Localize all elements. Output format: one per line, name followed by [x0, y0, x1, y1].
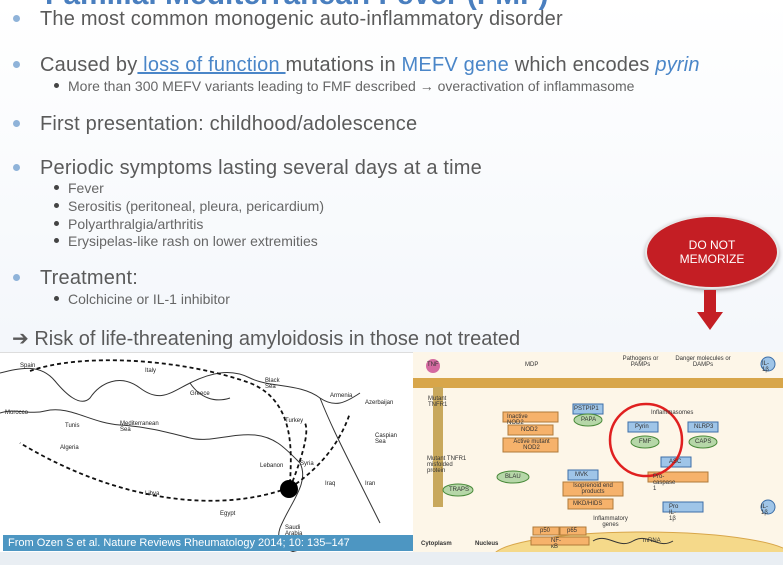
map-label: Iran	[365, 481, 376, 487]
pathway-label: Nucleus	[475, 541, 499, 547]
map-label: Saudi Arabia	[285, 525, 303, 537]
pathway-label: Pro-caspase 1	[653, 474, 676, 492]
pyrin-text: pyrin	[655, 54, 700, 76]
map-label: Morocco	[5, 410, 29, 416]
pathway-label: PSTPIP1	[574, 406, 599, 412]
map-label: Libya	[145, 491, 160, 497]
risk-statement: ➔ Risk of life-threatening amyloidosis i…	[12, 328, 521, 350]
bullet-treatment: Treatment:	[13, 267, 138, 290]
pathway-label: ASC	[669, 459, 682, 465]
pathway-label: Inflammasomes	[651, 410, 694, 416]
bullet-caused-by: Caused by loss of function mutations in …	[13, 54, 700, 77]
map-label: Azerbaijan	[365, 400, 394, 406]
map-label: Lebanon	[260, 463, 284, 469]
bullet-monogenic: The most common monogenic auto-inflammat…	[13, 8, 563, 31]
bullet-dot	[54, 185, 59, 190]
loss-of-function-link[interactable]: loss of function	[137, 54, 286, 76]
sub-bullet-colchicine: Colchicine or IL-1 inhibitor	[54, 291, 230, 307]
bullet-dot	[54, 203, 59, 208]
pathway-label: TNF	[427, 362, 439, 368]
bullet-dot	[13, 274, 20, 281]
pathway-label: MDP	[525, 362, 539, 368]
sub-bullet-rash: Erysipelas-like rash on lower extremitie…	[54, 233, 318, 249]
pathway-label: NF-κB	[551, 538, 561, 550]
map-label: Tunis	[65, 423, 80, 429]
figure-caption: From Ozen S et al. Nature Reviews Rheuma…	[3, 535, 413, 551]
map-label: Caspian Sea	[375, 433, 398, 445]
pathway-label: MVK	[575, 472, 589, 478]
pathway-label: PAPA	[581, 417, 597, 423]
slide-title: Familial Mediterranean Fever (FMF)	[45, 0, 548, 12]
inflammasome-pathway-figure: TNF MDP Pathogens or PAMPs Danger molecu…	[413, 352, 783, 565]
pathway-label: NOD2	[521, 427, 538, 433]
pathway-label: Inactive NOD2	[507, 414, 528, 426]
pathway-label: p65	[567, 528, 578, 534]
pathway-label: Cytoplasm	[421, 541, 452, 547]
pathway-label: MKD/HIDS	[573, 501, 603, 507]
bullet-first-presentation: First presentation: childhood/adolescenc…	[13, 113, 417, 136]
map-label: Syria	[300, 461, 314, 467]
pathway-label: Mutant TNFR1 misfolded protein	[427, 456, 467, 474]
bullet-dot	[13, 120, 20, 127]
pathway-label: IL-1β	[762, 361, 770, 373]
pathway-label: p50	[540, 528, 551, 534]
bullet-dot	[54, 238, 59, 243]
map-label: Greece	[190, 391, 210, 397]
pathway-label: Pro IL-1β	[669, 504, 679, 522]
map-label: Iraq	[325, 481, 336, 487]
down-arrow-icon	[697, 290, 723, 330]
right-arrow-icon: →	[419, 78, 434, 94]
map-label: Algeria	[60, 445, 79, 451]
pathway-label: Mutant TNFR1	[428, 396, 448, 408]
pathway-label: CAPS	[695, 439, 712, 445]
map-label: Egypt	[220, 511, 236, 517]
sub-bullet-variants: More than 300 MEFV variants leading to F…	[54, 78, 634, 94]
pathway-label: FMF	[639, 439, 652, 445]
footer-bar	[0, 552, 783, 565]
pathway-label: BLAU	[505, 474, 521, 480]
pathway-label: Pathogens or PAMPs	[622, 356, 659, 368]
sub-bullet-polyarthralgia: Polyarthralgia/arthritis	[54, 216, 203, 232]
bullet-dot	[13, 61, 20, 68]
pathway-label: NLRP3	[694, 424, 714, 430]
pathway-label: Active mutant NOD2	[513, 439, 550, 451]
pathway-label: Danger molecules or DAMPs	[675, 356, 731, 368]
do-not-memorize-badge: DO NOT MEMORIZE	[645, 215, 779, 289]
pathway-label: TRAPS	[449, 487, 470, 493]
map-label: Armenia	[330, 393, 353, 399]
sub-bullet-fever: Fever	[54, 180, 104, 196]
bullet-dot	[13, 15, 20, 22]
mefv-gene-text: MEFV gene	[401, 54, 509, 76]
map-label: Mediterranean Sea	[120, 421, 159, 433]
bullet-periodic-symptoms: Periodic symptoms lasting several days a…	[13, 157, 482, 180]
map-label: Spain	[20, 363, 36, 369]
bold-arrow-icon: ➔	[12, 328, 29, 350]
pathway-label: Pyrin	[635, 424, 649, 430]
sub-bullet-serositis: Serositis (peritoneal, pleura, pericardi…	[54, 198, 324, 214]
bullet-dot	[54, 296, 59, 301]
pathway-label: IL-1β	[761, 504, 769, 516]
bullet-dot	[13, 164, 20, 171]
pathway-label: mRNA	[643, 538, 661, 544]
pathway-label: Inflammatory genes	[593, 516, 628, 528]
bullet-dot	[54, 221, 59, 226]
map-label: Black Sea	[265, 378, 280, 390]
map-label: Turkey	[285, 418, 304, 424]
pathway-label: Isoprenoid end products	[573, 483, 613, 495]
bullet-dot	[54, 83, 59, 88]
map-label: Italy	[145, 368, 157, 374]
migration-map: Spain Italy Greece Black Sea Morocco Tun…	[0, 352, 413, 554]
map-svg	[0, 359, 381, 554]
